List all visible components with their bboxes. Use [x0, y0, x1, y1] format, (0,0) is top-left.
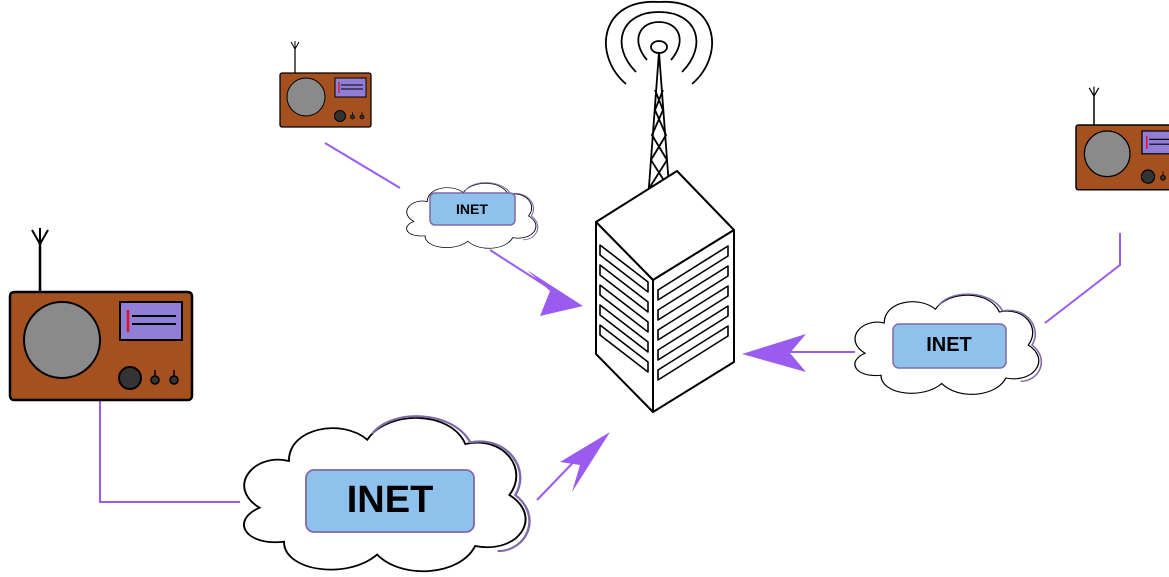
arrowhead-right — [742, 334, 806, 372]
radio-icon-right — [1075, 85, 1169, 191]
connector-left-radio — [99, 400, 240, 503]
inet-label-box-bottom — [305, 469, 475, 533]
server-building-icon — [595, 170, 735, 413]
inet-label-bottom: INET — [347, 479, 434, 521]
inet-label-top: INET — [456, 201, 488, 217]
radio-icon-top — [279, 40, 372, 128]
inet-label-top-group: INET — [429, 192, 516, 226]
inet-label-box-top — [429, 192, 516, 226]
radio-icon-left — [8, 226, 194, 402]
arrowheads — [527, 270, 806, 492]
inet-label-right-group: INET — [892, 323, 1007, 369]
connector-top-left-radio — [324, 142, 401, 189]
inet-label-right: INET — [926, 334, 972, 356]
arrowhead-top — [527, 270, 583, 316]
connectors — [99, 142, 1121, 503]
inet-label-bottom-group: INET — [305, 469, 475, 533]
arrowhead-bottom — [560, 432, 610, 492]
connector-right-radio — [1044, 233, 1121, 324]
inet-label-box-right — [892, 323, 1007, 369]
